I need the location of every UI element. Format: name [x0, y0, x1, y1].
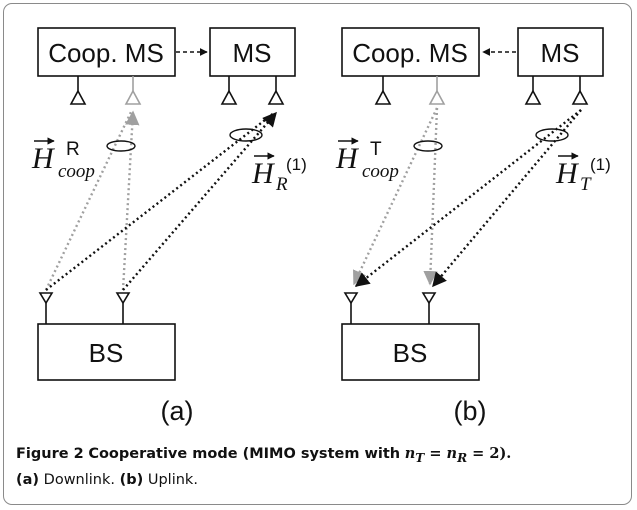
svg-text:(1): (1) — [590, 155, 611, 174]
ms-label-b: MS — [541, 38, 580, 68]
svg-text:H: H — [555, 157, 580, 190]
ms-box-a: MS — [209, 27, 296, 77]
caption-title-line: Figure 2 Cooperative mode (MIMO system w… — [16, 443, 622, 469]
channel-label-coop-b: H coop T — [335, 137, 399, 182]
coop-ms-antenna-gray-b — [428, 76, 446, 105]
coop-ms-label-b: Coop. MS — [352, 38, 468, 68]
black-link-2-b — [432, 109, 582, 288]
bs-antenna-2-b — [421, 292, 437, 324]
channel-ellipse-coop-a — [106, 140, 136, 152]
channel-label-coop-a: H coop R — [31, 137, 95, 182]
ms-box-b: MS — [517, 27, 604, 77]
coop-ms-antenna-black-b — [374, 76, 392, 105]
svg-text:coop: coop — [58, 161, 95, 182]
caption-title: Cooperative mode (MIMO system with — [88, 446, 401, 462]
svg-text:H: H — [335, 142, 360, 175]
gray-link-1-b — [352, 107, 439, 286]
gray-link-1-a — [44, 111, 133, 291]
svg-text:T: T — [370, 139, 382, 160]
ms-label-a: MS — [233, 38, 272, 68]
svg-text:H: H — [31, 142, 56, 175]
svg-text:R: R — [66, 139, 80, 160]
gray-link-2-b — [423, 107, 439, 286]
ms-antenna-1-a — [220, 76, 238, 105]
bs-box-b: BS — [341, 323, 480, 381]
channel-ellipse-coop-b — [413, 140, 443, 152]
panel-b: Coop. MS MS BS — [335, 27, 611, 426]
figure-frame — [3, 3, 632, 505]
svg-text:coop: coop — [362, 161, 399, 182]
channel-label-ms-a: H R (1) — [251, 152, 307, 195]
bs-antenna-2-a — [115, 292, 131, 324]
bs-antenna-1-b — [343, 292, 359, 324]
coop-ms-box-a: Coop. MS — [37, 27, 176, 77]
channel-label-ms-b: H T (1) — [555, 152, 611, 195]
panel-label-a: (a) — [161, 396, 194, 426]
bs-label-b: BS — [393, 338, 428, 368]
caption-item-b-label: (b) — [119, 471, 144, 488]
caption-formula: nT = nR = 2). — [404, 445, 512, 465]
bs-antenna-1-a — [38, 292, 54, 324]
bs-label-a: BS — [89, 338, 124, 368]
ms-antenna-1-b — [524, 76, 542, 105]
black-link-1-b — [354, 109, 582, 287]
coop-ms-label-a: Coop. MS — [48, 38, 164, 68]
caption-item-b-text: Uplink. — [147, 471, 198, 488]
bs-box-a: BS — [37, 323, 176, 381]
mimo-diagram: Coop. MS MS BS — [31, 27, 611, 426]
figure-caption: Figure 2 Cooperative mode (MIMO system w… — [16, 443, 622, 491]
coop-ms-box-b: Coop. MS — [341, 27, 480, 77]
panel-a: Coop. MS MS BS — [31, 27, 307, 426]
svg-text:H: H — [251, 157, 276, 190]
svg-text:R: R — [275, 174, 288, 195]
caption-item-a-text: Downlink. — [43, 471, 115, 488]
figure-number: Figure 2 — [16, 446, 84, 462]
svg-text:(1): (1) — [286, 155, 307, 174]
svg-text:T: T — [580, 174, 592, 195]
black-link-2-a — [122, 111, 277, 291]
gray-link-2-a — [121, 110, 140, 291]
channel-ellipse-ms-b — [535, 128, 569, 142]
black-link-1-a — [45, 112, 275, 291]
coop-ms-antenna-gray-a — [124, 76, 142, 105]
channel-ellipse-ms-a — [229, 128, 263, 142]
caption-item-a-label: (a) — [16, 471, 40, 488]
ms-antenna-2-a — [267, 76, 285, 105]
panel-label-b: (b) — [454, 396, 487, 426]
ms-antenna-2-b — [571, 76, 589, 105]
coop-ms-antenna-black-a — [69, 76, 87, 105]
caption-items-line: (a) Downlink. (b) Uplink. — [16, 469, 622, 491]
